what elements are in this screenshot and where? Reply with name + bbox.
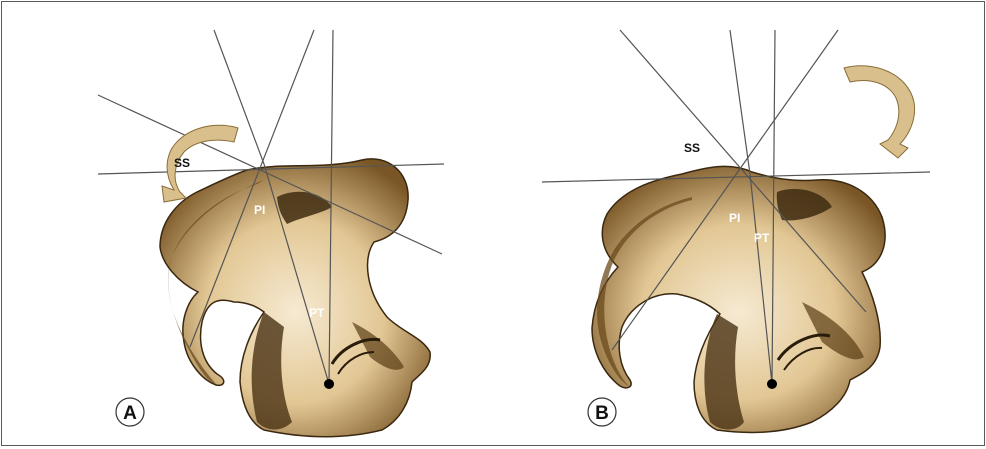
pt-label-a: PT bbox=[309, 306, 325, 320]
rotation-arrow-b bbox=[844, 66, 915, 158]
panel-letter-a: A bbox=[123, 403, 137, 424]
pi-label-a: PI bbox=[254, 203, 265, 217]
ss-label-b: SS bbox=[684, 141, 700, 155]
ss-label-a: SS bbox=[174, 156, 190, 170]
femoral-head-center-b bbox=[767, 379, 777, 389]
pelvis-bone-b bbox=[592, 166, 885, 432]
panel-letter-b: B bbox=[595, 403, 609, 424]
vertical-line-b1 bbox=[730, 30, 750, 174]
panel-a: SS PI PT A bbox=[98, 30, 444, 437]
femoral-head-center-a bbox=[324, 379, 334, 389]
panel-b: SS PI PT B bbox=[542, 30, 930, 432]
pi-label-b: PI bbox=[729, 211, 740, 225]
vertical-line-a1 bbox=[214, 30, 264, 164]
pt-label-b: PT bbox=[754, 231, 770, 245]
